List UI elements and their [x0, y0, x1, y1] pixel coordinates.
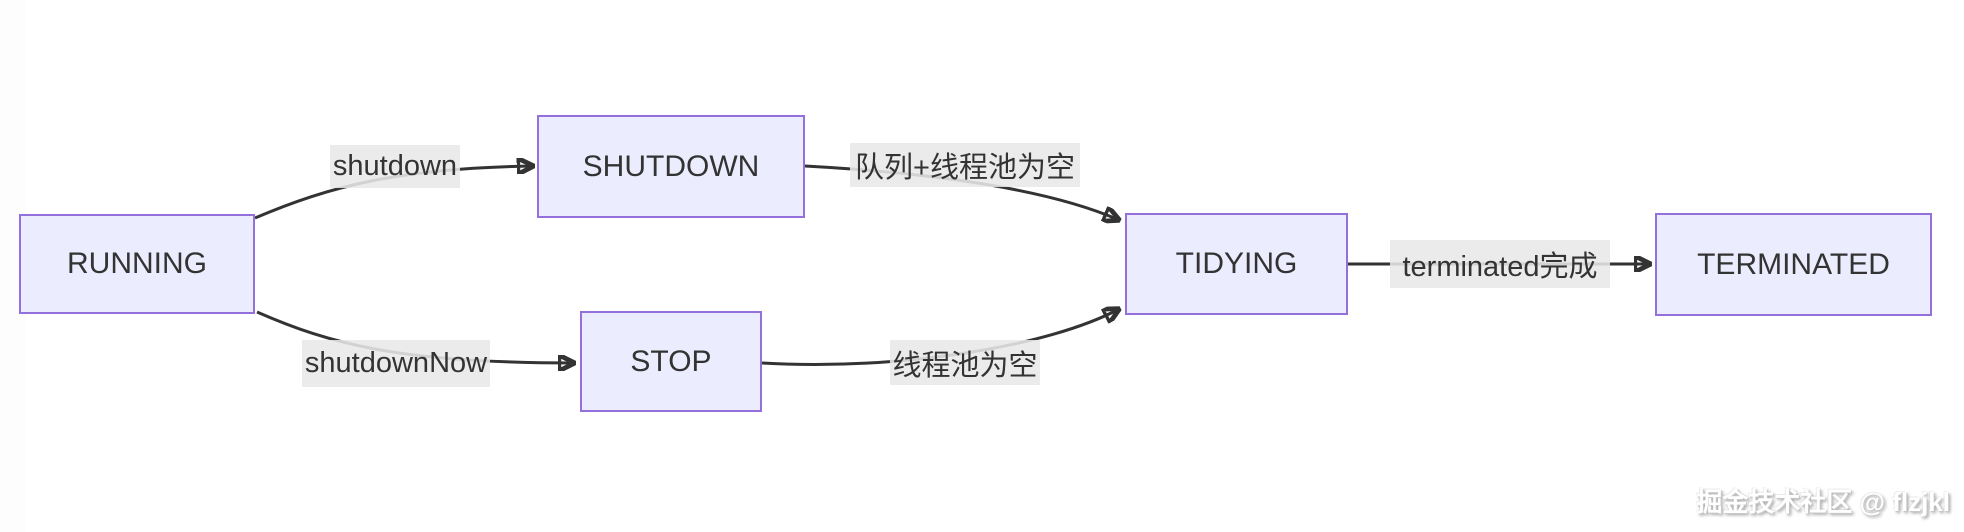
edge-label-shutdownnow-text: shutdownNow	[304, 347, 488, 379]
edge-label-terminated-done-text: terminated完成	[1402, 251, 1598, 283]
node-shutdown-label: SHUTDOWN	[582, 149, 760, 183]
node-tidying: TIDYING	[1125, 213, 1348, 315]
edge-label-pool-empty-text: 线程池为空	[892, 349, 1038, 382]
node-stop: STOP	[580, 311, 762, 412]
edge-label-shutdown: shutdown	[330, 145, 460, 188]
node-running: RUNNING	[19, 214, 255, 314]
edge-label-queue-and-pool-empty-text: 队列+线程池为空	[855, 152, 1075, 184]
watermark: 掘金技术社区 @ flzjkl	[1696, 482, 1950, 519]
edge-label-terminated-done: terminated完成	[1390, 240, 1610, 288]
node-running-label: RUNNING	[67, 247, 207, 280]
node-terminated-label: TERMINATED	[1697, 247, 1890, 281]
node-shutdown: SHUTDOWN	[537, 115, 805, 218]
watermark-text: 掘金技术社区 @ flzjkl	[1696, 487, 1950, 517]
edge-label-pool-empty: 线程池为空	[890, 340, 1040, 385]
edge-label-shutdown-text: shutdown	[332, 150, 458, 182]
edge-label-shutdownnow: shutdownNow	[302, 340, 490, 387]
node-stop-label: STOP	[630, 344, 712, 378]
edge-label-queue-and-pool-empty: 队列+线程池为空	[850, 143, 1080, 187]
node-terminated: TERMINATED	[1655, 213, 1932, 316]
node-tidying-label: TIDYING	[1175, 247, 1298, 280]
